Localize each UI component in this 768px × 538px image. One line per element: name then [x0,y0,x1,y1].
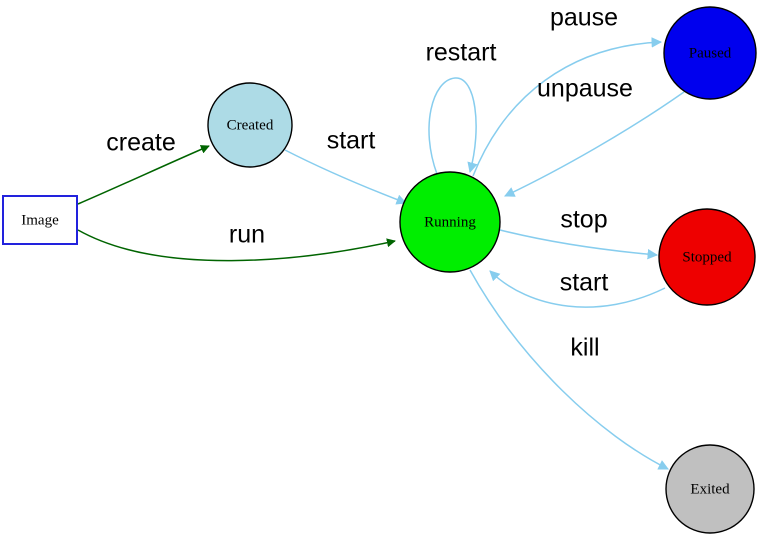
node-exited[interactable]: Exited [665,444,755,534]
edge-restart-self-loop[interactable] [428,77,478,175]
edge-pause[interactable] [472,37,663,177]
edge-label-pause: pause [550,4,618,32]
edge-label-kill: kill [570,334,599,362]
edge-kill[interactable] [469,269,669,470]
edge-unpause[interactable] [504,91,685,197]
node-created-shape[interactable] [207,82,293,168]
edge-start-created-running[interactable] [284,149,407,205]
edge-stop[interactable] [499,229,659,260]
edge-label-run: run [229,221,265,249]
edges-layer [77,37,685,470]
node-image[interactable]: Image [2,195,78,245]
node-created[interactable]: Created [207,82,293,168]
edge-run[interactable] [77,229,396,262]
node-paused-shape[interactable] [663,6,757,100]
node-exited-shape[interactable] [665,444,755,534]
node-stopped[interactable]: Stopped [658,208,756,306]
edge-create[interactable] [77,145,210,205]
edge-start-stopped-running[interactable] [489,270,666,308]
node-running-shape[interactable] [399,171,501,273]
node-stopped-shape[interactable] [658,208,756,306]
node-paused[interactable]: Paused [663,6,757,100]
edge-label-unpause: unpause [537,75,633,103]
edge-label-restart: restart [426,39,497,67]
nodes-layer: Image Created Running Paused Stopped Exi [2,6,757,534]
edge-labels-layer: create run start restart pause unpause s… [106,4,633,362]
edge-label-stop: stop [560,206,607,234]
node-image-shape[interactable] [2,195,78,245]
edge-label-start-created: start [327,127,376,155]
edge-label-create: create [106,129,175,157]
node-running[interactable]: Running [399,171,501,273]
edge-label-start-stopped: start [560,269,609,297]
